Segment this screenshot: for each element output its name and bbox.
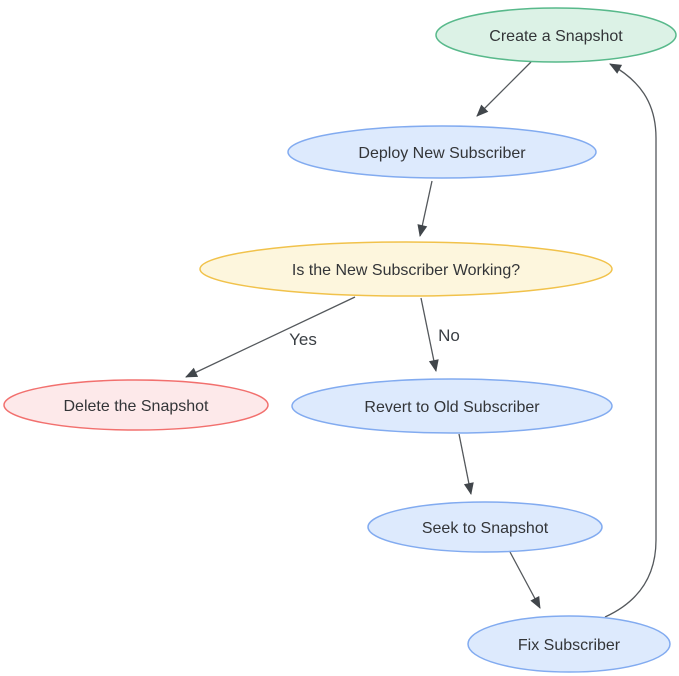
node-revert-to-old-subscriber-shape (291, 378, 613, 434)
node-seek-to-snapshot: Seek to Snapshot (367, 501, 603, 553)
node-is-new-subscriber-working: Is the New Subscriber Working? (199, 241, 613, 297)
node-seek-to-snapshot-shape (367, 501, 603, 553)
node-revert-to-old-subscriber: Revert to Old Subscriber (291, 378, 613, 434)
node-delete-the-snapshot-label: Delete the Snapshot (64, 398, 210, 415)
edge-layer: Yes No (185, 61, 657, 618)
node-create-a-snapshot-label: Create a Snapshot (489, 28, 623, 45)
edge-label-no: No (438, 326, 460, 345)
node-deploy-new-subscriber: Deploy New Subscriber (287, 125, 597, 179)
node-deploy-new-subscriber-label: Deploy New Subscriber (358, 145, 526, 162)
edge-revert-to-seek (458, 433, 474, 495)
node-fix-subscriber: Fix Subscriber (467, 615, 671, 673)
node-seek-to-snapshot-label: Seek to Snapshot (422, 520, 549, 537)
node-revert-to-old-subscriber-label: Revert to Old Subscriber (364, 399, 540, 416)
node-deploy-new-subscriber-shape (287, 125, 597, 179)
edge-deploy-to-working (417, 180, 433, 237)
node-is-new-subscriber-working-label: Is the New Subscriber Working? (292, 262, 520, 279)
node-create-a-snapshot: Create a Snapshot (435, 7, 677, 63)
node-create-a-snapshot-shape (435, 7, 677, 63)
edge-label-yes: Yes (289, 330, 317, 349)
node-fix-subscriber-shape (467, 615, 671, 673)
node-is-new-subscriber-working-shape (199, 241, 613, 297)
node-fix-subscriber-label: Fix Subscriber (518, 637, 621, 654)
edge-fix-to-create (604, 63, 657, 618)
node-delete-the-snapshot-shape (3, 379, 269, 431)
edge-working-to-revert (420, 297, 439, 372)
node-delete-the-snapshot: Delete the Snapshot (3, 379, 269, 431)
edge-create-to-deploy (476, 61, 532, 117)
edge-working-to-delete (185, 296, 356, 378)
edge-seek-to-fix (509, 551, 541, 609)
